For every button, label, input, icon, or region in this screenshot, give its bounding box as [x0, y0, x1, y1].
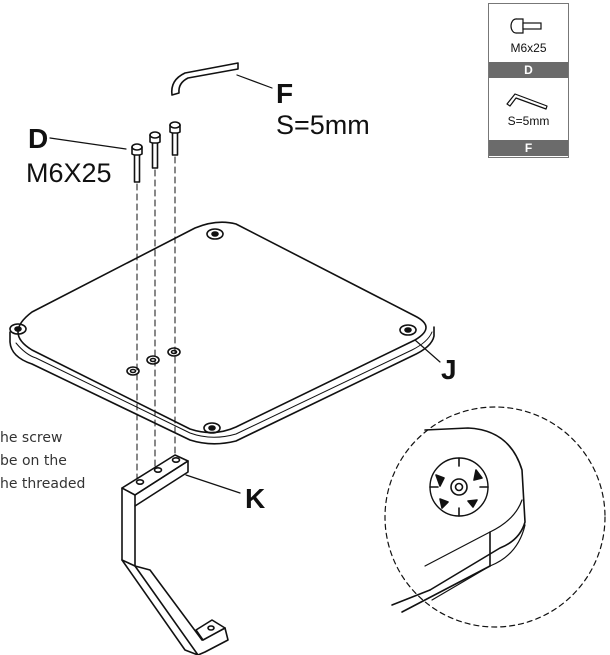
corner-socket-right [399, 324, 417, 336]
callout-k: K [245, 483, 266, 514]
alignment-lines [136, 156, 176, 489]
corner-socket-back [206, 228, 224, 240]
note-line: he threaded [0, 476, 86, 492]
detail-circle [384, 406, 606, 628]
corner-socket-left [9, 323, 27, 335]
callout-d: D [28, 123, 49, 154]
parts-table: M6x25 D S=5mm F [488, 3, 569, 158]
callout-d-spec: M6X25 [26, 158, 112, 188]
leader-lines [49, 74, 441, 494]
table-top-plate [9, 221, 435, 445]
parts-row-allen-key-name: S=5mm [507, 114, 550, 128]
allen-key-icon [506, 93, 548, 110]
bracket-leg [121, 454, 229, 655]
parts-row-screw-name: M6x25 [510, 41, 547, 55]
callout-j: J [441, 354, 457, 385]
parts-row-allen-key: S=5mm [489, 78, 568, 140]
allen-key [170, 62, 239, 96]
screw-3 [169, 121, 181, 156]
callout-f-spec: S=5mm [276, 110, 370, 140]
corner-socket-detail [429, 457, 489, 517]
parts-row-allen-key-tag: F [489, 140, 568, 156]
callout-f: F [276, 78, 294, 109]
screw-1 [131, 143, 143, 183]
note-line: he screw [0, 430, 63, 446]
parts-row-screw: M6x25 [489, 4, 568, 62]
screw-icon [510, 18, 542, 34]
note-line: be on the [0, 453, 67, 469]
instruction-note: he screw be on the he threaded [0, 427, 85, 496]
parts-row-screw-tag: D [489, 62, 568, 78]
screw-2 [149, 131, 161, 169]
corner-socket-front [203, 422, 221, 434]
